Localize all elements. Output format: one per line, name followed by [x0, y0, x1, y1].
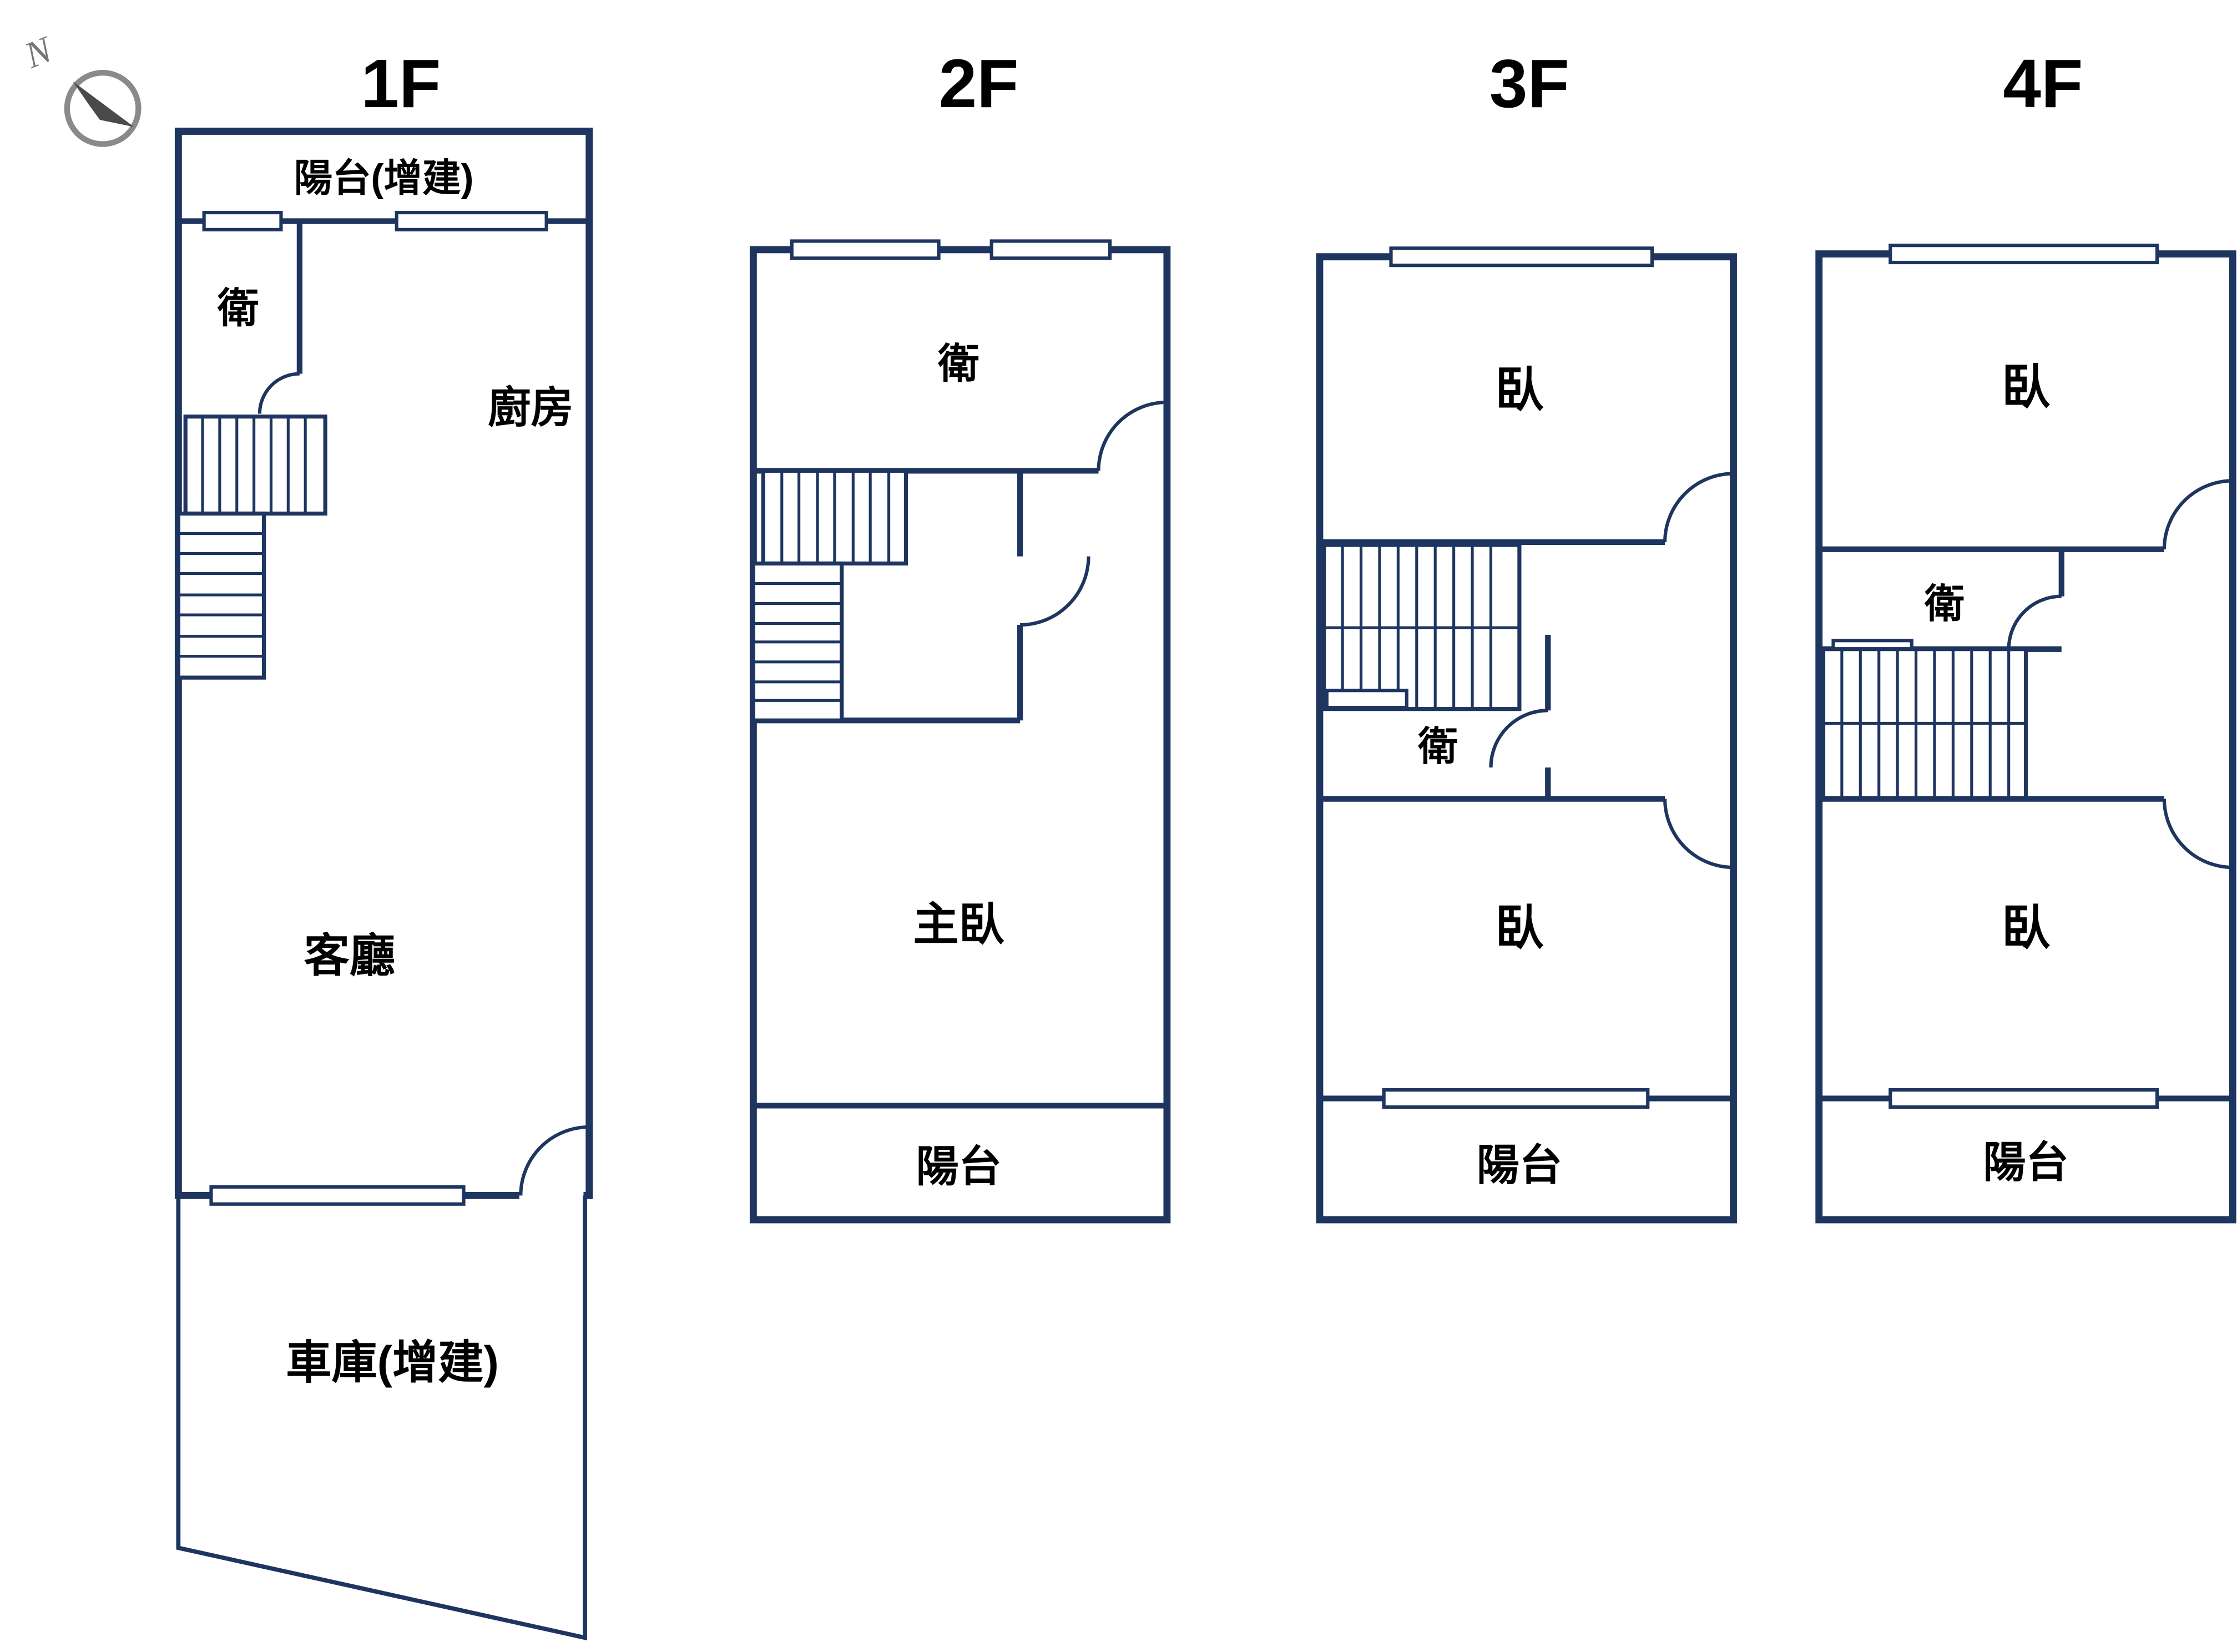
compass: N: [19, 28, 142, 147]
door-arc: [1489, 709, 1548, 768]
compass-needle-icon: [73, 81, 134, 127]
floor-plan-1f: 1F: [174, 46, 593, 1641]
door-arc: [2007, 594, 2062, 649]
room-label-bath: 衛: [937, 341, 979, 387]
stairs: [1322, 543, 1522, 711]
room-label-balcony: 陽台: [1983, 1139, 2068, 1186]
garage-outline: [176, 1195, 587, 1641]
room-label-bed-top: 臥: [1495, 363, 1544, 417]
stairs: [176, 511, 266, 680]
stairs: [751, 561, 844, 723]
wall: [749, 246, 1171, 1224]
door-arc: [1020, 556, 1090, 627]
window: [1888, 244, 2159, 265]
room-label-balcony: 陽台(增建): [294, 156, 474, 199]
door-arc: [2162, 799, 2233, 870]
room-label-bed-bottom: 臥: [1495, 901, 1544, 955]
room-label-garage: 車庫(增建): [286, 1337, 499, 1388]
room-label-kitchen: 廚房: [488, 384, 573, 432]
door-arc: [2162, 479, 2233, 549]
compass-north-label: N: [19, 28, 59, 77]
door-opening: [519, 1186, 584, 1204]
stairs: [183, 415, 327, 516]
floor-plan-3f: 3F 臥 衛: [1316, 46, 1737, 1224]
floor-title-4f: 4F: [2003, 46, 2083, 122]
window: [202, 210, 283, 231]
window: [209, 1185, 466, 1206]
room-label-master: 主臥: [913, 900, 1004, 950]
window: [1888, 1088, 2159, 1109]
room-label-bed-bottom: 臥: [2002, 901, 2051, 955]
door-arc: [519, 1125, 589, 1196]
stairs: [1821, 647, 2028, 801]
room-label-balcony: 陽台: [1477, 1141, 1562, 1189]
door-arc: [1097, 400, 1167, 471]
floor-title-1f: 1F: [361, 46, 441, 122]
window: [989, 239, 1112, 260]
room-label-bed-top: 臥: [2002, 360, 2051, 415]
floor-title-3f: 3F: [1489, 46, 1569, 122]
stairs: [761, 468, 908, 566]
room-label-bath: 衛: [1924, 582, 1965, 627]
floor-plan-4f: 4F 臥: [1815, 46, 2236, 1224]
window: [1389, 246, 1654, 267]
room-label-bath: 衛: [1417, 725, 1458, 769]
room-label-living: 客廳: [304, 931, 396, 982]
room-label-bath: 衛: [217, 285, 259, 331]
window: [1382, 1088, 1650, 1109]
room-label-balcony: 陽台: [916, 1143, 1001, 1191]
window: [1325, 689, 1408, 710]
window: [790, 239, 941, 260]
door-arc: [257, 372, 300, 414]
floor-title-2f: 2F: [939, 46, 1019, 122]
window: [395, 210, 548, 231]
door-arc: [1663, 799, 1734, 870]
floor-plan-2f: 2F: [749, 46, 1171, 1224]
door-arc: [1663, 472, 1734, 542]
